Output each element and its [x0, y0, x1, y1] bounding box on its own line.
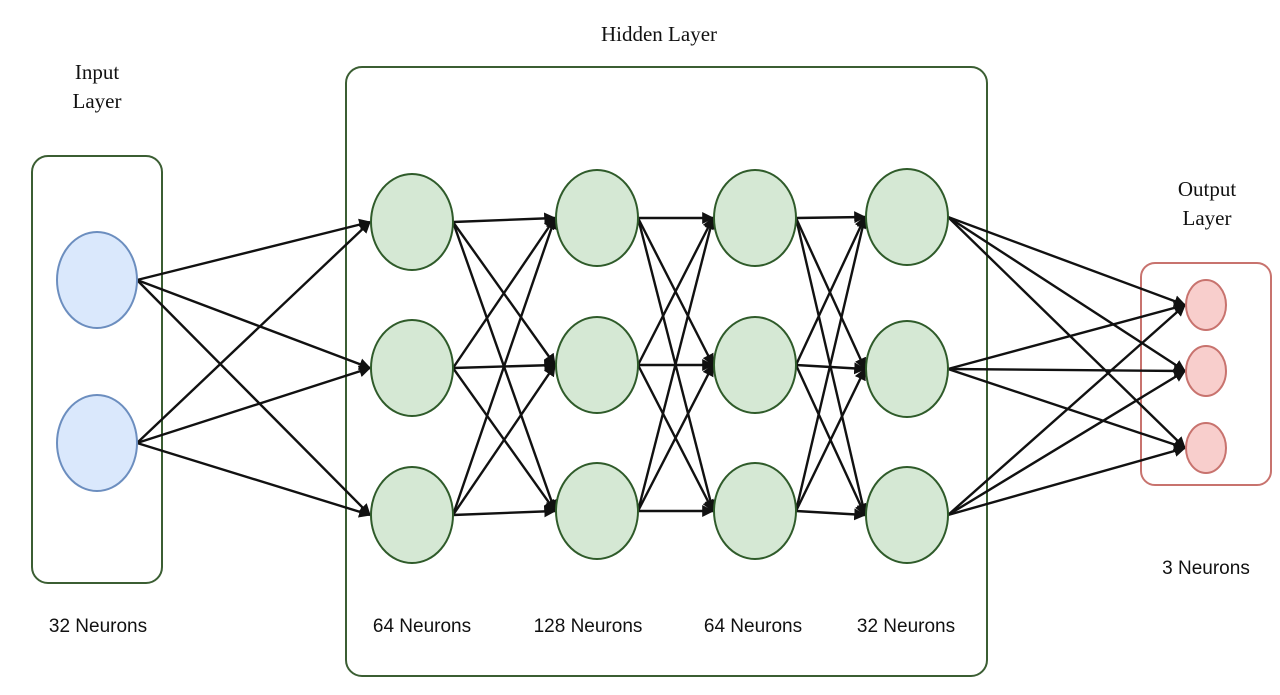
- connection-hidden-2-2-to-hidden-3-1: [636, 363, 715, 512]
- connection-hidden-2-2-to-hidden-3-0: [636, 216, 717, 512]
- output-layer-title-line2: Layer: [1183, 206, 1232, 230]
- connection-hidden-3-2-to-hidden-4-2: [795, 508, 867, 521]
- connections: [136, 211, 1187, 521]
- connection-hidden-2-1-to-hidden-3-0: [636, 216, 715, 366]
- input-neuron-count: 32 Neurons: [49, 616, 147, 637]
- connection-input-0-to-hidden-1-0: [136, 218, 372, 282]
- hidden-1-neuron-1: [370, 173, 454, 271]
- hidden-1-neuron-3: [370, 466, 454, 564]
- connection-hidden-4-0-to-output-2: [947, 216, 1186, 449]
- hidden-4-neuron-2: [865, 320, 949, 418]
- hidden2-neuron-count: 128 Neurons: [534, 616, 643, 637]
- output-layer-title-line1: Output: [1178, 177, 1237, 201]
- hidden-3-neuron-1: [713, 169, 797, 267]
- connection-input-1-to-hidden-1-2: [136, 441, 372, 518]
- hidden4-neuron-count: 32 Neurons: [857, 616, 955, 637]
- hidden-4-neuron-1: [865, 168, 949, 266]
- hidden-layer-box: [345, 66, 988, 677]
- output-neuron-count: 3 Neurons: [1162, 558, 1250, 579]
- output-neuron-3: [1185, 422, 1227, 474]
- connection-hidden-4-2-to-output-1: [947, 369, 1187, 517]
- input-layer-title-line1: Input: [75, 60, 119, 84]
- hidden1-neuron-count: 64 Neurons: [373, 616, 471, 637]
- connection-input-0-to-hidden-1-1: [136, 278, 372, 370]
- hidden-layer-title: Hidden Layer: [601, 22, 717, 46]
- connection-hidden-3-1-to-hidden-4-0: [794, 215, 867, 366]
- hidden-1-neuron-2: [370, 319, 454, 417]
- connection-hidden-1-1-to-hidden-2-0: [452, 217, 556, 369]
- connection-hidden-4-0-to-output-0: [947, 215, 1187, 307]
- connection-hidden-4-0-to-output-1: [947, 215, 1187, 373]
- input-neuron-1: [56, 231, 138, 329]
- input-layer-box: [31, 155, 163, 584]
- hidden-2-neuron-1: [555, 169, 639, 267]
- connection-hidden-1-2-to-hidden-2-1: [452, 364, 556, 516]
- connection-hidden-1-2-to-hidden-2-2: [452, 505, 557, 518]
- output-neuron-2: [1185, 345, 1227, 397]
- input-neuron-2: [56, 394, 138, 492]
- neurons: [56, 168, 1227, 564]
- hidden-4-neuron-3: [865, 466, 949, 564]
- connection-hidden-1-0-to-hidden-2-0: [452, 212, 557, 225]
- hidden-2-neuron-2: [555, 316, 639, 414]
- connection-hidden-4-2-to-output-0: [947, 304, 1186, 516]
- hidden-3-neuron-3: [713, 462, 797, 560]
- hidden-3-neuron-2: [713, 316, 797, 414]
- connection-hidden-3-2-to-hidden-4-0: [794, 215, 869, 512]
- hidden-2-neuron-3: [555, 462, 639, 560]
- connection-hidden-4-1-to-output-0: [947, 302, 1187, 371]
- connection-hidden-1-2-to-hidden-2-0: [451, 216, 558, 516]
- connection-hidden-4-1-to-output-1: [947, 364, 1187, 377]
- connection-input-1-to-hidden-1-0: [136, 221, 371, 444]
- connection-hidden-3-2-to-hidden-4-1: [794, 367, 867, 512]
- hidden3-neuron-count: 64 Neurons: [704, 616, 802, 637]
- connection-input-1-to-hidden-1-1: [136, 365, 372, 445]
- input-layer-title-line2: Layer: [73, 89, 122, 113]
- output-neuron-1: [1185, 279, 1227, 331]
- connection-hidden-4-2-to-output-2: [947, 445, 1187, 517]
- output-layer-box: [1140, 262, 1272, 486]
- connection-input-0-to-hidden-1-2: [136, 279, 371, 516]
- connection-hidden-3-0-to-hidden-4-0: [795, 211, 867, 224]
